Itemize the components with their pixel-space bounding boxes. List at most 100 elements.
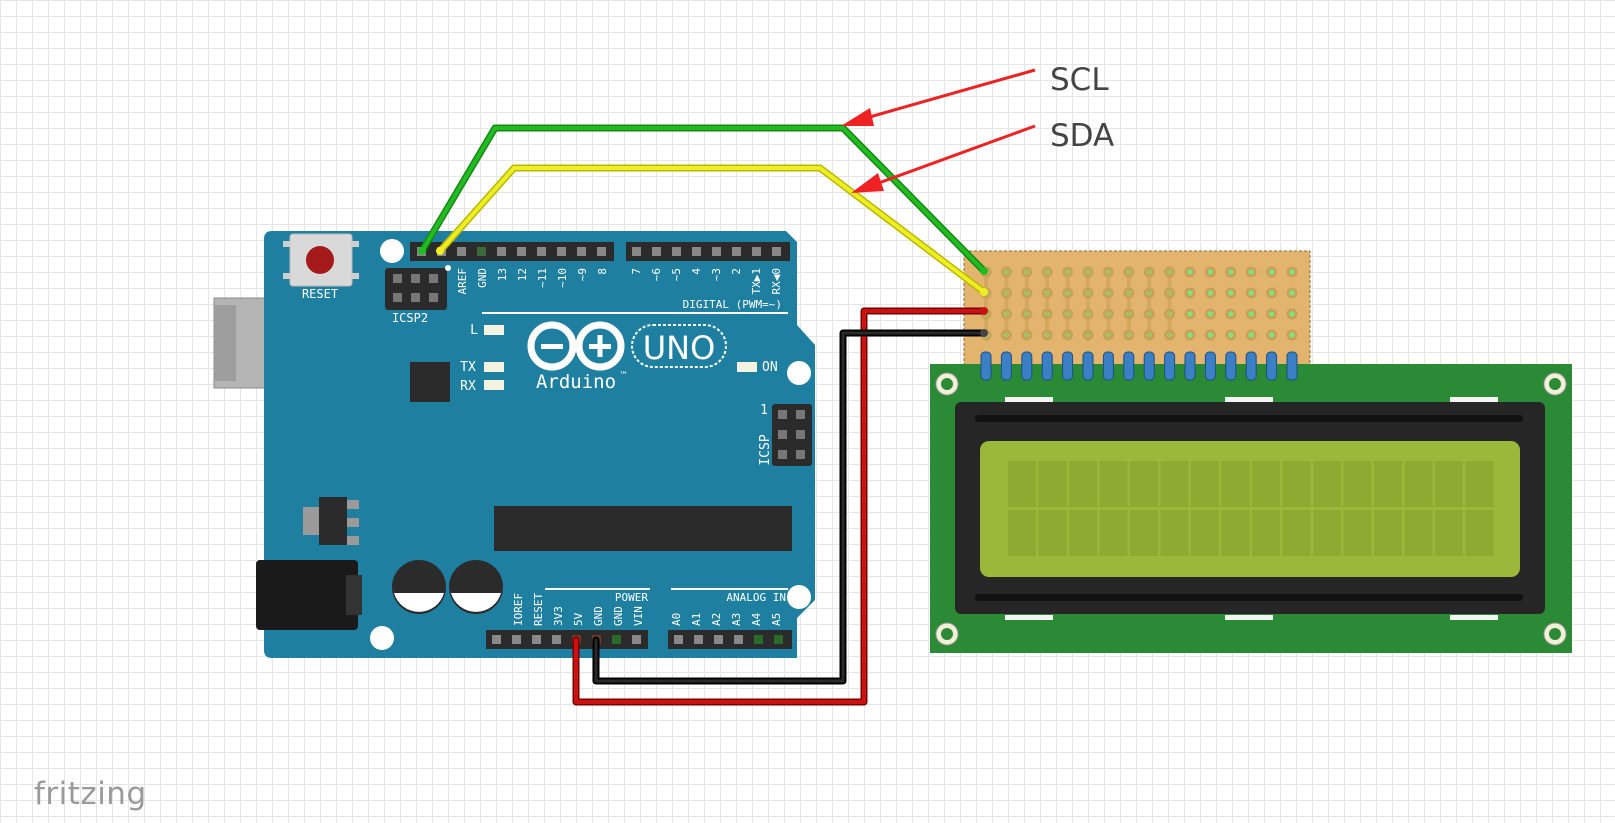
top-pin-label: 7	[630, 268, 643, 275]
header-pin	[492, 635, 501, 644]
i2c-hole	[1289, 269, 1295, 275]
lcd-1602-module	[930, 250, 1572, 653]
i2c-hole	[1187, 332, 1193, 338]
lcd-pin	[1041, 351, 1053, 381]
lcd-char-cell	[1099, 461, 1128, 507]
header-pin	[774, 635, 783, 644]
header-pin	[632, 247, 641, 256]
lcd-char-cell	[1008, 510, 1036, 556]
led-tx	[484, 362, 504, 372]
analog-pin-label: A1	[690, 613, 703, 626]
board-body	[264, 231, 815, 658]
atmega-chip	[494, 506, 792, 551]
power-pin-label: RESET	[532, 593, 545, 626]
callout-arrows: SCL SDA	[841, 62, 1114, 193]
icsp-label: ICSP	[758, 434, 773, 465]
led-on-label: ON	[762, 360, 778, 375]
reset-button[interactable]	[283, 233, 359, 287]
led-l-label: L	[470, 323, 478, 338]
lcd-char-cell	[1160, 510, 1189, 556]
lcd-pin	[1123, 351, 1135, 381]
lcd-pin	[980, 351, 992, 381]
lcd-pin	[1225, 351, 1237, 381]
digital-header-right	[626, 242, 790, 261]
lcd-char-cell	[1282, 461, 1311, 507]
i2c-hole	[1248, 311, 1254, 317]
lcd-char-cell	[1313, 510, 1341, 556]
top-pin-label: GND	[476, 268, 489, 288]
lcd-char-cell	[1221, 510, 1250, 556]
top-pin-label: TX▶1	[750, 268, 763, 295]
lcd-pin	[1184, 351, 1196, 381]
lcd-pin	[1245, 351, 1257, 381]
lcd-char-cell	[1191, 461, 1219, 507]
i2c-hole	[1228, 311, 1234, 317]
lcd-pin	[1143, 351, 1155, 381]
lcd-char-cell	[1252, 461, 1280, 507]
lcd-char-cell	[1374, 461, 1402, 507]
top-pin-label: ~11	[536, 268, 549, 288]
arduino-logo: UNO Arduino ™	[527, 321, 727, 393]
analog-pin-label: A4	[750, 612, 763, 626]
header-pin	[597, 247, 606, 256]
lcd-char-cell	[1038, 461, 1067, 507]
header-pin	[497, 247, 506, 256]
header-pin	[714, 635, 723, 644]
i2c-hole	[1268, 290, 1275, 296]
icsp-pin1-label: 1	[760, 403, 768, 418]
lcd-char-cell	[1221, 461, 1250, 507]
top-pin-label: ~9	[576, 268, 589, 281]
i2c-hole	[1228, 290, 1234, 296]
i2c-hole	[1207, 332, 1214, 338]
power-pin-label: GND	[592, 606, 605, 626]
mounting-hole	[380, 239, 404, 263]
analog-pin-label: A5	[770, 613, 783, 626]
usb-chip	[410, 362, 450, 402]
top-pin-label: ~10	[556, 268, 569, 288]
i2c-hole	[1248, 290, 1254, 296]
icsp2-label: ICSP2	[392, 311, 428, 325]
i2c-hole	[1207, 269, 1214, 275]
lcd-char-cell	[1038, 510, 1067, 556]
analog-header	[668, 630, 792, 649]
i2c-backpack	[963, 250, 1311, 366]
lcd-char-cell	[1160, 461, 1189, 507]
header-pin	[772, 247, 781, 256]
lcd-char-cell	[1069, 461, 1097, 507]
lcd-char-cell	[1130, 461, 1158, 507]
i2c-hole	[1289, 311, 1295, 317]
lcd-char-cell	[1465, 510, 1494, 556]
power-pin-label: 3V3	[552, 606, 565, 626]
lcd-char-cell	[1404, 461, 1433, 507]
reset-label: RESET	[302, 287, 338, 301]
top-pin-label: 12	[516, 268, 529, 281]
lcd-pin	[1266, 351, 1278, 381]
lcd-pin	[1204, 351, 1216, 381]
uno-badge	[631, 324, 727, 368]
lcd-pin	[1164, 351, 1176, 381]
top-pin-label: 2	[730, 268, 743, 275]
lcd-pin	[1021, 351, 1033, 381]
lcd-char-cell	[1069, 510, 1097, 556]
lcd-pin	[1286, 351, 1298, 381]
header-pin	[732, 247, 741, 256]
icsp-header	[772, 404, 812, 466]
header-pin	[537, 247, 546, 256]
power-pin-label: GND	[612, 606, 625, 626]
i2c-hole	[1207, 290, 1214, 296]
trademark: ™	[619, 371, 628, 381]
digital-header-left	[410, 242, 614, 261]
wires	[418, 124, 988, 706]
voltage-regulator	[303, 497, 359, 545]
led-tx-label: TX	[460, 360, 476, 375]
lcd-char-cell	[1465, 461, 1494, 507]
lcd-char-cell	[1343, 510, 1372, 556]
i2c-hole	[1187, 290, 1193, 296]
i2c-hole	[1228, 269, 1234, 275]
header-pin	[752, 247, 761, 256]
i2c-hole	[1228, 332, 1234, 338]
header-pin	[532, 635, 541, 644]
icsp2-header	[385, 268, 447, 310]
